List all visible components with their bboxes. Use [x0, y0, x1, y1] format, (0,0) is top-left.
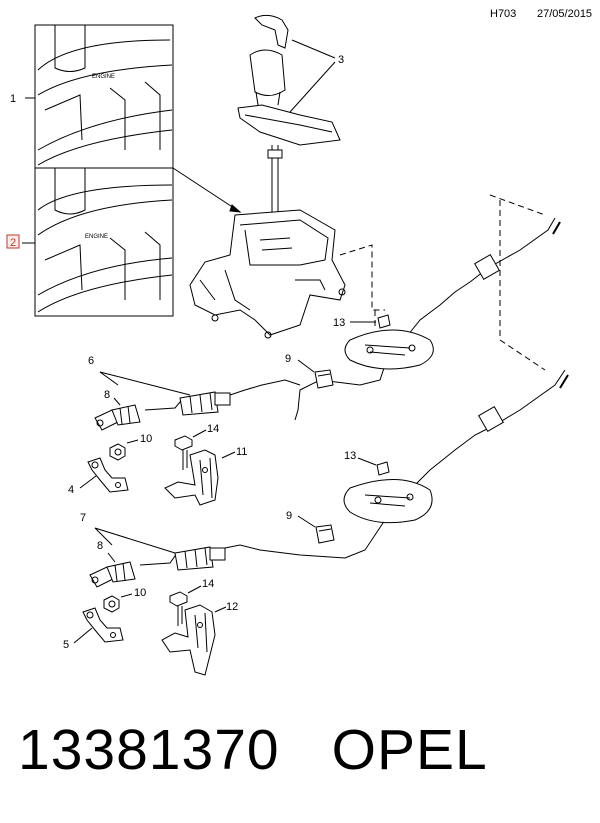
callout-2: 2: [10, 237, 16, 249]
bracket-11: [164, 449, 219, 506]
bracket-4: [87, 457, 129, 493]
bolt-14-upper: [174, 435, 193, 470]
bushing-8-lower: [89, 561, 136, 588]
clip-13-upper: [377, 314, 391, 329]
callout-7: 7: [80, 512, 86, 524]
detail-inset-2: ENGINE: [34, 167, 174, 317]
callout-3: 3: [338, 54, 344, 66]
svg-text:ENGINE: ENGINE: [92, 74, 115, 80]
callout-4: 4: [68, 484, 74, 496]
callout-13-lower: 13: [344, 450, 356, 462]
nut-10-upper: [109, 443, 126, 461]
callout-9-lower: 9: [286, 510, 292, 522]
callout-2-box: [6, 234, 20, 249]
exploded-parts-drawing: ENGINE ENGINE: [6, 14, 569, 676]
callout-8-upper: 8: [104, 389, 110, 401]
callout-13-upper: 13: [333, 317, 345, 329]
diagram-code: H703: [490, 8, 517, 20]
clip-13-lower: [376, 461, 390, 476]
callout-8-lower: 8: [97, 540, 103, 552]
bracket-12: [161, 604, 216, 676]
svg-text:ENGINE: ENGINE: [85, 234, 108, 240]
detail-inset-1: ENGINE: [34, 24, 174, 169]
bushing-8-upper: [94, 404, 141, 431]
brand-name: OPEL: [331, 718, 488, 782]
callout-14-lower: 14: [202, 578, 214, 590]
cable-end-7: [139, 546, 226, 571]
callout-10-lower: 10: [134, 587, 146, 599]
reference-dashed-lines: [339, 194, 546, 371]
callout-9-upper: 9: [285, 353, 291, 365]
grommet-9-lower: [315, 524, 335, 544]
callout-12: 12: [226, 601, 238, 613]
grommet-9-upper: [314, 369, 334, 389]
bracket-5: [82, 607, 124, 643]
callout-1: 1: [10, 93, 16, 105]
shift-knob-assembly: [237, 14, 341, 215]
shifter-housing: [189, 209, 346, 339]
bolt-14-lower: [169, 591, 188, 626]
nut-10-lower: [103, 595, 120, 613]
diagram-date: 27/05/2015: [537, 8, 593, 20]
callout-11: 11: [236, 446, 247, 458]
lower-cable: [224, 369, 569, 559]
part-number: 13381370: [18, 718, 280, 782]
callout-6: 6: [88, 355, 94, 367]
callout-5: 5: [63, 639, 69, 651]
callout-14-upper: 14: [207, 423, 219, 435]
callout-10-upper: 10: [140, 433, 152, 445]
cable-end-6: [144, 379, 301, 416]
upper-cable: [294, 217, 561, 421]
